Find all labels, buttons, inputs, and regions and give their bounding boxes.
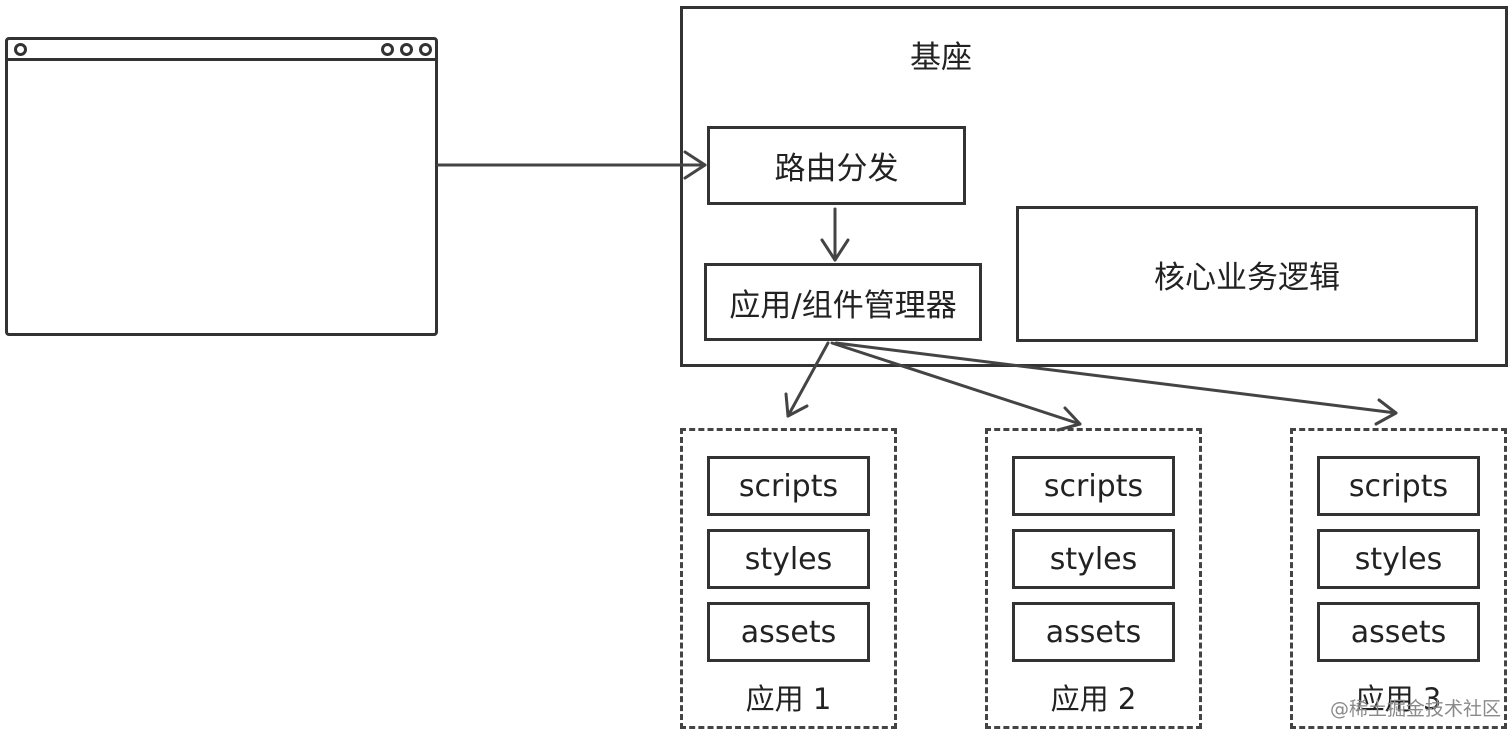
watermark: @稀土掘金技术社区 [1330,698,1502,720]
styles-box: styles [1012,529,1175,589]
arrow-manager-to-app-3 [834,341,1398,426]
assets-box: assets [1317,602,1480,662]
scripts-box: scripts [1317,456,1480,516]
arrow-manager-to-app-2 [830,341,1082,432]
app-container [1290,428,1507,729]
router-box: 路由分发 [707,126,966,205]
base-container [680,6,1508,367]
arrow-manager-to-app-1 [784,341,830,418]
arrow-router-to-manager [820,207,850,262]
styles-box: styles [1317,529,1480,589]
scripts-box: scripts [1012,456,1175,516]
app-container [985,428,1202,729]
browser-dot-icon [14,43,27,56]
styles-box: styles [707,529,870,589]
core-business-logic-box: 核心业务逻辑 [1016,206,1478,342]
browser-title-bar [8,58,435,61]
app-name: 应用 2 [1050,682,1137,716]
scripts-box: scripts [707,456,870,516]
assets-box: assets [1012,602,1175,662]
app-name: 应用 1 [745,682,832,716]
base-title: 基座 [910,40,972,76]
app-container [680,428,897,729]
app-component-manager-box: 应用/组件管理器 [704,263,982,341]
browser-dot-icon [419,43,432,56]
browser-window [5,37,438,336]
assets-box: assets [707,602,870,662]
arrow-browser-to-router [436,150,707,180]
app-name: 应用 3 [1355,682,1442,716]
browser-dot-icon [381,43,394,56]
browser-dot-icon [400,43,413,56]
